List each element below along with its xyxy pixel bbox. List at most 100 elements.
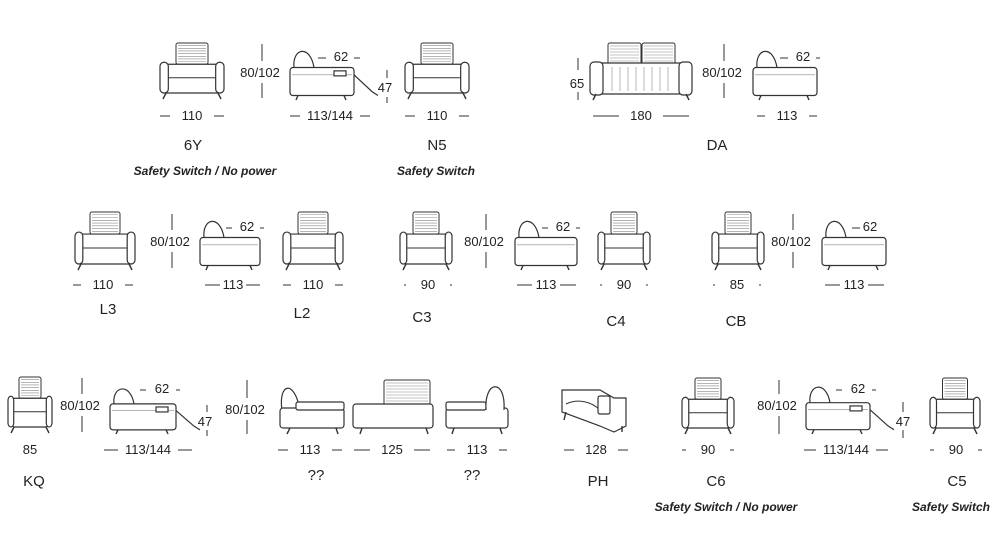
head-label: 62 xyxy=(796,49,810,64)
head-label: 62 xyxy=(851,381,865,396)
depth-label: 113 xyxy=(223,277,244,292)
height-dimension: 80/102 xyxy=(757,380,797,434)
width-dimension: 113 xyxy=(447,442,507,457)
depth-dimension: 113 xyxy=(205,277,260,292)
module-note: Safety Switch / No power xyxy=(134,164,278,178)
front-view-l3 xyxy=(74,211,136,271)
side-view-kq xyxy=(109,388,201,435)
depth-dimension: 113/144 xyxy=(804,442,888,457)
module-code: C5 xyxy=(947,473,966,490)
height-dimension: 80/102 xyxy=(464,214,504,268)
head-label: 62 xyxy=(556,219,570,234)
module-code: L3 xyxy=(100,301,117,318)
module-code: C6 xyxy=(706,473,725,490)
height-dimension: 80/102 xyxy=(60,378,100,432)
depth-label: 113/144 xyxy=(125,442,171,457)
front-view-n5 xyxy=(404,42,470,100)
width-dimension: 110 xyxy=(405,108,469,123)
head-dimension: 62 xyxy=(226,219,264,234)
height-dimension: 65 xyxy=(570,58,584,100)
depth-label: 113/144 xyxy=(307,108,353,123)
head-dimension: 62 xyxy=(852,219,877,234)
corner-view-ph xyxy=(561,389,627,433)
width-dimension: 90 xyxy=(404,277,452,292)
width-label: 113 xyxy=(467,442,488,457)
front-view-c3 xyxy=(399,211,453,271)
height-label: 80/102 xyxy=(771,234,811,249)
width-label: 90 xyxy=(949,442,963,457)
width-label: 110 xyxy=(427,108,448,123)
height-label: 80/102 xyxy=(60,398,100,413)
module-code: DA xyxy=(707,137,728,154)
recline-height-label: 47 xyxy=(198,414,212,429)
width-label: 110 xyxy=(93,277,114,292)
width-label: 90 xyxy=(421,277,435,292)
side-view-6y xyxy=(289,50,379,101)
height-label: 80/102 xyxy=(240,65,280,80)
module-code: N5 xyxy=(427,137,446,154)
front-view-c6 xyxy=(681,377,735,435)
width-label: 90 xyxy=(617,277,631,292)
width-label: 113 xyxy=(777,108,798,123)
width-dimension: 110 xyxy=(283,277,343,292)
module-code: PH xyxy=(588,473,609,490)
height-label: 65 xyxy=(570,76,584,91)
head-dimension: 62 xyxy=(780,49,820,64)
height-dimension: 80/102 xyxy=(702,44,742,98)
head-dimension: 62 xyxy=(318,49,360,64)
module-code: C3 xyxy=(412,309,431,326)
module-code: ?? xyxy=(464,467,481,484)
height-label: 80/102 xyxy=(464,234,504,249)
width-label: 110 xyxy=(182,108,203,123)
width-dimension: 85 xyxy=(23,442,37,457)
side-view-c6 xyxy=(805,386,895,435)
head-dimension: 62 xyxy=(140,381,180,396)
width-dimension: 128 xyxy=(564,442,628,457)
width-dimension: 113 xyxy=(278,442,342,457)
front-view-armless-chaise xyxy=(352,379,434,435)
width-dimension: 90 xyxy=(600,277,648,292)
front-view-l2 xyxy=(282,211,344,271)
depth-dimension: 113/144 xyxy=(104,442,192,457)
recline-height-label: 47 xyxy=(378,80,392,95)
front-view-cb xyxy=(711,211,765,271)
module-note: Safety Switch xyxy=(397,164,475,178)
head-label: 62 xyxy=(863,219,877,234)
module-code: CB xyxy=(726,313,747,330)
depth-label: 113 xyxy=(536,277,557,292)
depth-dimension: 113/144 xyxy=(290,108,370,123)
width-dimension: 90 xyxy=(682,442,734,457)
module-note: Safety Switch / No power xyxy=(655,500,799,514)
width-label: 90 xyxy=(701,442,715,457)
width-dimension: 113 xyxy=(757,108,817,123)
depth-dimension: 113 xyxy=(517,277,576,292)
side-view-da xyxy=(752,50,818,101)
module-code: ?? xyxy=(308,467,325,484)
height-label: 80/102 xyxy=(757,398,797,413)
front-view-c4 xyxy=(597,211,651,271)
height-label: 80/102 xyxy=(150,234,190,249)
height-dimension: 80/102 xyxy=(771,214,811,268)
side-view-c3 xyxy=(514,220,578,271)
side-view-chaise xyxy=(279,387,345,435)
width-label: 110 xyxy=(303,277,324,292)
head-dimension: 62 xyxy=(836,381,876,396)
height-label: 80/102 xyxy=(225,402,265,417)
width-label: 125 xyxy=(381,442,403,457)
width-label: 85 xyxy=(730,277,744,292)
height-dimension: 80/102 xyxy=(150,214,190,268)
width-dimension: 90 xyxy=(930,442,982,457)
front-view-c5 xyxy=(929,377,981,435)
depth-dimension: 113 xyxy=(825,277,884,292)
module-code: L2 xyxy=(294,305,311,322)
side-view-l3 xyxy=(199,220,261,271)
width-dimension: 110 xyxy=(73,277,133,292)
width-label: 85 xyxy=(23,442,37,457)
module-code: 6Y xyxy=(184,137,202,154)
width-dimension: 85 xyxy=(713,277,761,292)
height-dimension: 80/102 xyxy=(225,380,265,434)
side-view-cb xyxy=(821,220,887,271)
depth-label: 113/144 xyxy=(823,442,869,457)
depth-label: 113 xyxy=(844,277,865,292)
